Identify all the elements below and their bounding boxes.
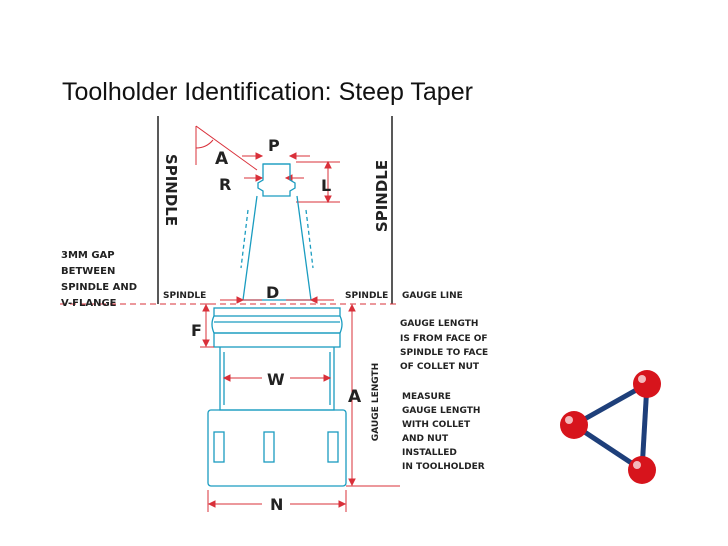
angle-a-letter: A [215,149,229,169]
spindle-note-left: SPINDLE [163,291,206,301]
network-logo [560,370,661,484]
gauge-length-note: GAUGE LENGTH IS FROM FACE OF SPINDLE TO … [400,319,488,372]
n-dimension [207,490,347,512]
p-dimension [242,152,310,160]
a-length-letter: A [348,387,362,407]
logo-node-top [633,370,661,398]
svg-text:OF COLLET NUT: OF COLLET NUT [400,362,480,372]
svg-text:V-FLANGE: V-FLANGE [61,298,117,309]
l-letter: L [321,176,331,195]
n-letter: N [270,495,283,514]
spindle-label-left: SPINDLE [162,154,180,226]
svg-text:AND NUT: AND NUT [402,434,449,444]
w-dimension [222,374,332,382]
r-letter: R [219,175,231,194]
p-letter: P [268,136,280,155]
spindle-label-right: SPINDLE [373,160,391,232]
w-letter: W [267,370,285,389]
svg-text:3MM GAP: 3MM GAP [61,250,115,261]
toolholder-outline [207,163,347,487]
svg-text:GAUGE LENGTH: GAUGE LENGTH [402,406,480,416]
svg-text:SPINDLE AND: SPINDLE AND [61,282,137,293]
svg-text:SPINDLE TO FACE: SPINDLE TO FACE [400,348,488,358]
svg-text:IN TOOLHOLDER: IN TOOLHOLDER [402,462,485,472]
svg-text:INSTALLED: INSTALLED [402,448,457,458]
gauge-length-vertical: GAUGE LENGTH [371,363,381,441]
logo-node-bottom [628,456,656,484]
svg-text:BETWEEN: BETWEEN [61,266,115,277]
svg-text:MEASURE: MEASURE [402,392,451,402]
d-letter: D [266,283,279,302]
f-letter: F [191,321,202,340]
logo-node-left [560,411,588,439]
a-length-dimension [346,303,400,487]
f-dimension [200,303,214,348]
svg-text:IS FROM FACE OF: IS FROM FACE OF [400,334,488,344]
slide-title: Toolholder Identification: Steep Taper [62,78,473,106]
svg-text:WITH COLLET: WITH COLLET [402,420,471,430]
svg-text:GAUGE LENGTH: GAUGE LENGTH [400,319,478,329]
gap-note: 3MM GAP BETWEEN SPINDLE AND V-FLANGE [61,250,137,309]
l-dimension [296,160,340,204]
spindle-note-right: SPINDLE [345,291,388,301]
measure-note: MEASURE GAUGE LENGTH WITH COLLET AND NUT… [402,392,485,472]
r-dimension [244,174,304,182]
gauge-line-label: GAUGE LINE [402,291,463,301]
angle-a-dimension [195,125,258,171]
d-dimension [220,296,334,304]
